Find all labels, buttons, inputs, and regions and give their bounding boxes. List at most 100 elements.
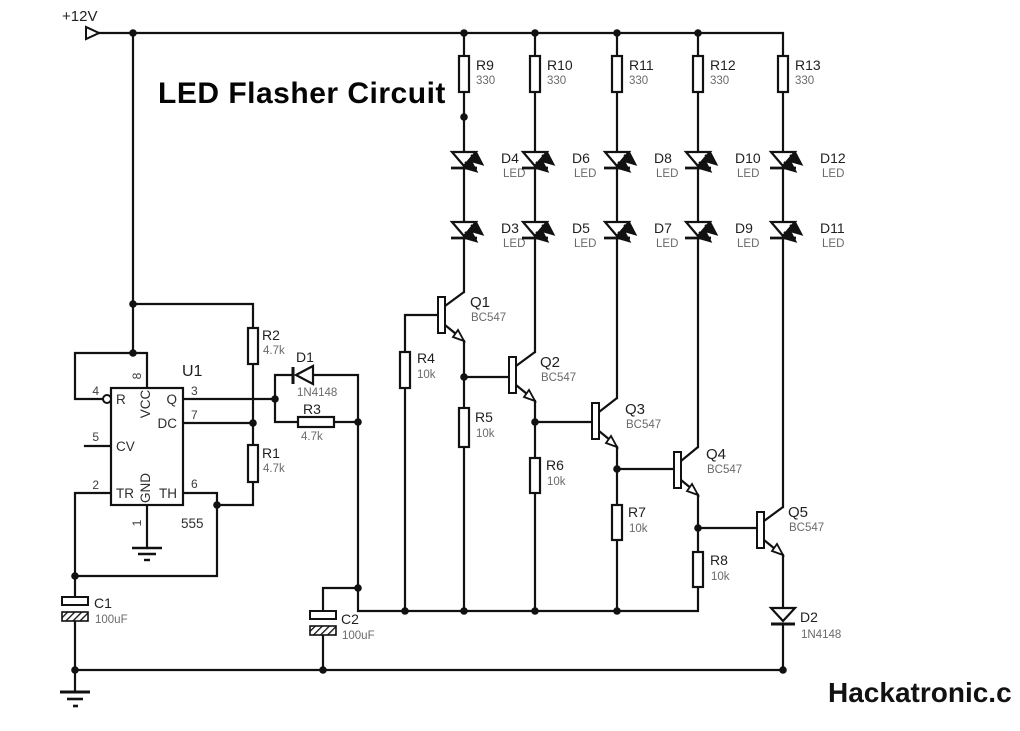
junction-dot [694, 29, 702, 37]
led-ref: D7 [654, 220, 672, 236]
transistor-ref: Q2 [540, 354, 560, 371]
cap-value: 100uF [342, 630, 375, 642]
transistor-q2: Q2 BC547 [508, 351, 576, 403]
junction-dot [129, 29, 137, 37]
led-type: LED [656, 238, 678, 250]
transistor-base-bar [673, 451, 682, 489]
cap-plate-pos [309, 610, 337, 620]
resistor-value: 10k [476, 428, 495, 440]
pin-num-threshold: 6 [191, 477, 198, 491]
resistor-value: 10k [629, 523, 648, 535]
cap-plate-pos [61, 596, 89, 606]
emitter-lead [515, 384, 528, 395]
transistor-ref: Q3 [625, 401, 645, 418]
emitter-arrow [522, 388, 537, 403]
pin-num-discharge: 7 [191, 408, 198, 422]
pin-name-cv: CV [116, 439, 135, 454]
diode-part: 1N4148 [297, 387, 337, 399]
transistor-part: BC547 [789, 522, 824, 534]
junction-dot [129, 349, 137, 357]
resistor-ref: R8 [710, 552, 728, 568]
pin-name-gnd: GND [138, 473, 153, 503]
led-ref: D3 [501, 220, 519, 236]
diode-ref: D2 [800, 609, 818, 625]
resistor-body [398, 350, 412, 390]
resistor-value: 10k [547, 476, 566, 488]
ic-ref: U1 [182, 363, 203, 380]
circuit-wires [73, 31, 785, 694]
junction-dot [613, 607, 621, 615]
resistor-ref: R4 [417, 350, 435, 366]
junction-dot [531, 29, 539, 37]
led-row-2: D3 LED D5 LED D7 LED D9 LED D11 LED [451, 220, 845, 250]
pin-name-discharge: DC [158, 416, 178, 431]
junction-dot [613, 465, 621, 473]
timing-network: R2 4.7k R1 4.7k D1 1N4148 R3 4.7k [246, 326, 337, 484]
resistor-value: 330 [547, 75, 566, 87]
resistor-ref: R3 [303, 401, 321, 417]
junction-dot [354, 584, 362, 592]
led-icon [770, 152, 801, 171]
resistor-ref: R7 [628, 504, 646, 520]
pin-num-gnd: 1 [130, 519, 144, 526]
collector-lead [598, 397, 618, 413]
ground-icon [60, 690, 90, 708]
resistor-value: 330 [795, 75, 814, 87]
led-icon [451, 152, 482, 171]
collector-lead [444, 291, 465, 307]
resistor-ref: R11 [629, 57, 654, 73]
resistor-ref: R5 [475, 409, 493, 425]
cap-plate-neg [61, 611, 89, 622]
emitter-lead [444, 324, 457, 335]
base-resistors: R4 10k R5 10k R6 10k R7 10k R8 10k [398, 350, 730, 589]
led-ref: D12 [820, 150, 846, 166]
transistor-q3: Q3 BC547 [591, 397, 661, 449]
diode-part: 1N4148 [801, 629, 841, 641]
led-type: LED [737, 168, 759, 180]
led-type: LED [574, 238, 596, 250]
led-ref: D9 [735, 220, 753, 236]
transistor-part: BC547 [707, 464, 742, 476]
power-supply: +12V [62, 8, 102, 41]
resistor-value: 330 [710, 75, 729, 87]
resistor-body [246, 443, 260, 484]
emitter-arrow [770, 542, 785, 557]
led-icon [522, 222, 553, 241]
led-ref: D10 [735, 150, 761, 166]
transistor-base-bar [756, 511, 765, 549]
led-type: LED [503, 238, 525, 250]
led-ref: D4 [501, 150, 519, 166]
resistor-value: 330 [476, 75, 495, 87]
led-icon [522, 152, 553, 171]
pin-name-vcc: VCC [138, 390, 153, 419]
cap-plate-neg [309, 625, 337, 636]
resistor-ref: R6 [546, 457, 564, 473]
led-icon [770, 222, 801, 241]
power-arrow-icon [85, 25, 102, 41]
led-type: LED [737, 238, 759, 250]
resistor-body [296, 415, 336, 429]
diode-ref: D1 [296, 349, 314, 365]
cap-ref: C2 [341, 611, 359, 627]
transistor-base-bar [437, 296, 446, 334]
junction-dot [694, 524, 702, 532]
led-icon [451, 222, 482, 241]
resistor-value: 4.7k [263, 463, 285, 475]
junction-dots [71, 29, 787, 674]
transistor-ref: Q5 [788, 504, 808, 521]
led-ref: D6 [572, 150, 590, 166]
resistor-body [528, 456, 542, 495]
capacitor-c1: C1 100uF [61, 595, 128, 626]
pin-num-trigger: 2 [92, 478, 99, 492]
junction-dot [460, 373, 468, 381]
resistor-ref: R13 [795, 57, 821, 73]
transistor-base-bar [591, 402, 600, 440]
pin-name-out: Q [166, 392, 177, 407]
resistor-value: 10k [417, 369, 436, 381]
junction-dot [129, 300, 137, 308]
collector-lead [680, 446, 699, 462]
led-row-1: D4 LED D6 LED D8 LED D10 LED D12 LED [451, 150, 846, 180]
pin-num-out: 3 [191, 384, 198, 398]
resistor-value: 10k [711, 571, 730, 583]
